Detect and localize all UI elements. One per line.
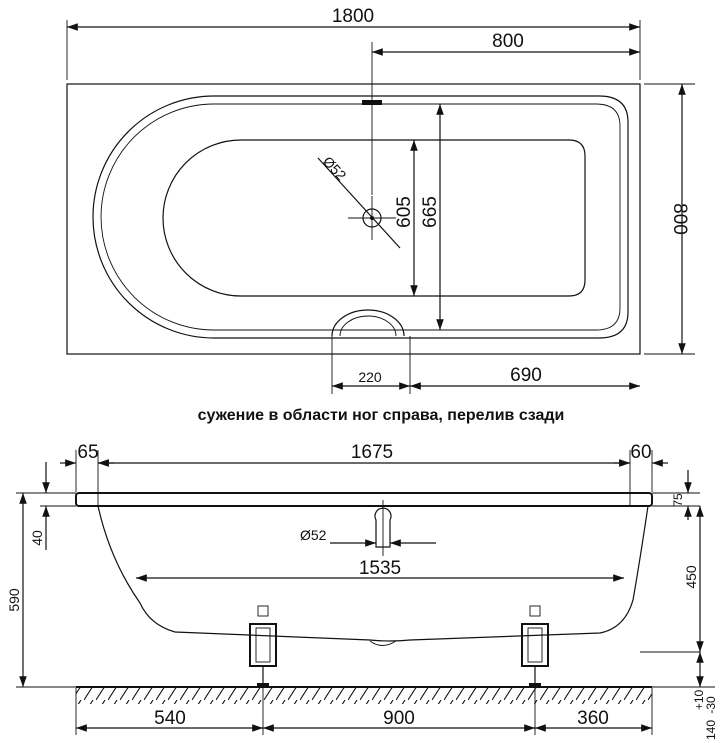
tub-rim-inner-contour bbox=[100, 103, 621, 331]
tub-body-side bbox=[97, 505, 649, 642]
dim-leg-adjust-range: 140 bbox=[704, 720, 718, 740]
tub-drain-bump bbox=[369, 640, 397, 646]
dim-width-total: 800 bbox=[669, 203, 690, 235]
dim-leg-adjust-plus: +10 bbox=[692, 689, 706, 710]
dim-drain-offset: 800 bbox=[492, 31, 524, 52]
tub-outline-top bbox=[66, 83, 641, 355]
dim-leg-offset-left: 540 bbox=[154, 708, 186, 729]
dim-leg-adjust-minus: -30 bbox=[704, 696, 718, 714]
top-view: Ø52 1800 800 800 605 665 220 690 bbox=[66, 6, 695, 394]
dim-bottom-length: 1535 bbox=[359, 558, 401, 579]
dim-inner-length: 1675 bbox=[351, 442, 393, 463]
overflow-diameter-label: Ø52 bbox=[300, 527, 327, 543]
dim-rim-right: 60 bbox=[630, 442, 651, 463]
tub-rim-side bbox=[75, 492, 653, 507]
leg-right bbox=[521, 605, 549, 687]
side-view: Ø52 65 1675 60 bbox=[6, 442, 718, 740]
dim-inner-width-605: 605 bbox=[394, 196, 415, 228]
tub-basin-contour bbox=[162, 139, 586, 297]
tub-recess bbox=[331, 309, 405, 337]
floor-hatch bbox=[76, 688, 652, 704]
drain-diameter-label: Ø52 bbox=[320, 153, 350, 183]
dim-recess-width: 220 bbox=[358, 369, 382, 385]
leg-left bbox=[249, 605, 277, 687]
dim-recess-offset: 690 bbox=[510, 365, 542, 386]
tub-rim-contour bbox=[92, 95, 629, 339]
dim-bottom-height: 450 bbox=[683, 565, 699, 589]
tub-recess-inner bbox=[339, 315, 397, 337]
dim-rim-left: 65 bbox=[77, 442, 98, 463]
dim-rim-thickness: 75 bbox=[671, 493, 685, 507]
dim-total-height: 590 bbox=[6, 588, 22, 612]
dim-leg-offset-right: 360 bbox=[577, 708, 609, 729]
dim-inner-width-665: 665 bbox=[420, 196, 441, 228]
dim-rim-drop: 40 bbox=[29, 530, 45, 546]
drawing-caption: сужение в области ног справа, перелив сз… bbox=[198, 407, 565, 424]
overflow-keyhole bbox=[374, 507, 392, 548]
dim-length-total: 1800 bbox=[332, 6, 374, 27]
dim-leg-spacing: 900 bbox=[383, 708, 415, 729]
